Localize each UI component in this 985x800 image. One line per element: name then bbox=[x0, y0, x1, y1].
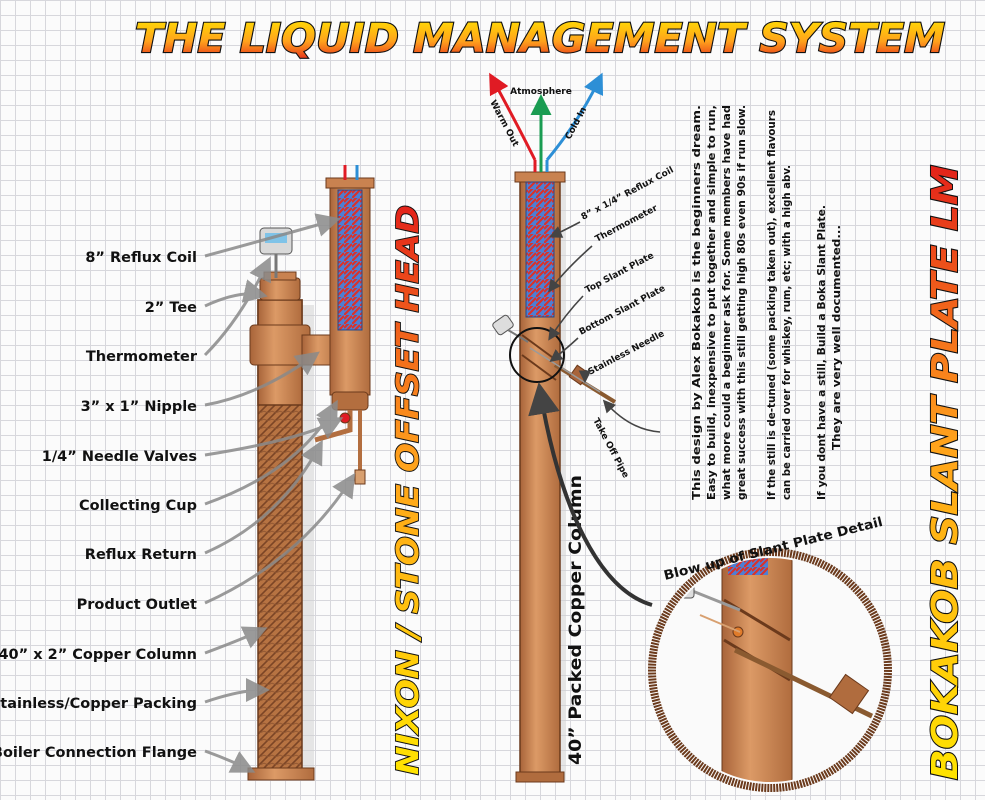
description-line-10: They are very well documented... bbox=[830, 225, 843, 450]
callout-nipple: 3” x 1” Nipple bbox=[81, 399, 198, 415]
part-take-off-pipe: Take Off Pipe bbox=[590, 417, 630, 480]
flow-atmosphere: Atmosphere bbox=[510, 87, 572, 97]
flow-arrows bbox=[489, 72, 604, 161]
left-leader-arrows bbox=[203, 213, 356, 773]
description-line-3: what more could a beginner ask for. Some… bbox=[720, 105, 733, 500]
flow-cold-in: Cold In bbox=[564, 106, 589, 142]
description-line-2: Easy to build, inexpensive to put togeth… bbox=[705, 105, 718, 500]
left-still-drawing bbox=[247, 165, 375, 781]
callout-packing: Stainless/Copper Packing bbox=[0, 696, 197, 712]
callout-reflux-return: Reflux Return bbox=[85, 547, 197, 563]
detail-arrow bbox=[528, 382, 653, 607]
part-stainless-needle: Stainless Needle bbox=[587, 329, 667, 378]
left-callout-labels: 8” Reflux Coil 2” Tee Thermometer 3” x 1… bbox=[0, 250, 198, 761]
right-leader-arrows bbox=[548, 221, 661, 433]
take-off-pipe bbox=[553, 363, 617, 404]
description-line-6: If the still is de-tuned (some packing t… bbox=[765, 110, 778, 500]
column-label: 40” Packed Copper Column bbox=[566, 475, 586, 765]
callout-thermometer: Thermometer bbox=[86, 349, 198, 365]
boiler-flange bbox=[247, 767, 315, 781]
right-reflux-coil bbox=[525, 181, 555, 318]
description-line-9: If you dont have a still, Build a Boka S… bbox=[815, 205, 828, 500]
description-line-1: This design by Alex Bokakob is the begin… bbox=[690, 105, 703, 500]
callout-needle-valves: 1/4” Needle Valves bbox=[42, 449, 197, 465]
left-design-title: NIXON / STONE OFFSET HEAD bbox=[391, 205, 426, 775]
right-still-drawing bbox=[492, 160, 617, 783]
collecting-cup bbox=[331, 391, 369, 411]
callout-collecting-cup: Collecting Cup bbox=[79, 498, 197, 514]
callout-flange: Boiler Connection Flange bbox=[0, 745, 197, 761]
callout-tee: 2” Tee bbox=[145, 300, 197, 316]
slant-plate-detail bbox=[648, 548, 892, 792]
reflux-coil bbox=[337, 189, 363, 331]
description-block: This design by Alex Bokakob is the begin… bbox=[690, 105, 843, 500]
description-line-7: can be carried over for whiskey, rum, et… bbox=[780, 165, 793, 500]
description-line-4: great success with this still getting hi… bbox=[735, 105, 748, 500]
part-reflux-coil: 8” x 1/4” Reflux Coil bbox=[580, 165, 676, 222]
callout-reflux-coil: 8” Reflux Coil bbox=[85, 250, 197, 266]
callout-product-outlet: Product Outlet bbox=[77, 597, 197, 613]
main-title: THE LIQUID MANAGEMENT SYSTEM bbox=[135, 16, 945, 62]
part-top-slant-plate: Top Slant Plate bbox=[584, 251, 656, 296]
right-design-title: BOKAKOB SLANT PLATE LM bbox=[925, 165, 966, 780]
callout-copper-column: 40” x 2” Copper Column bbox=[0, 647, 197, 663]
right-part-labels: 8” x 1/4” Reflux Coil Thermometer Top Sl… bbox=[578, 165, 676, 480]
